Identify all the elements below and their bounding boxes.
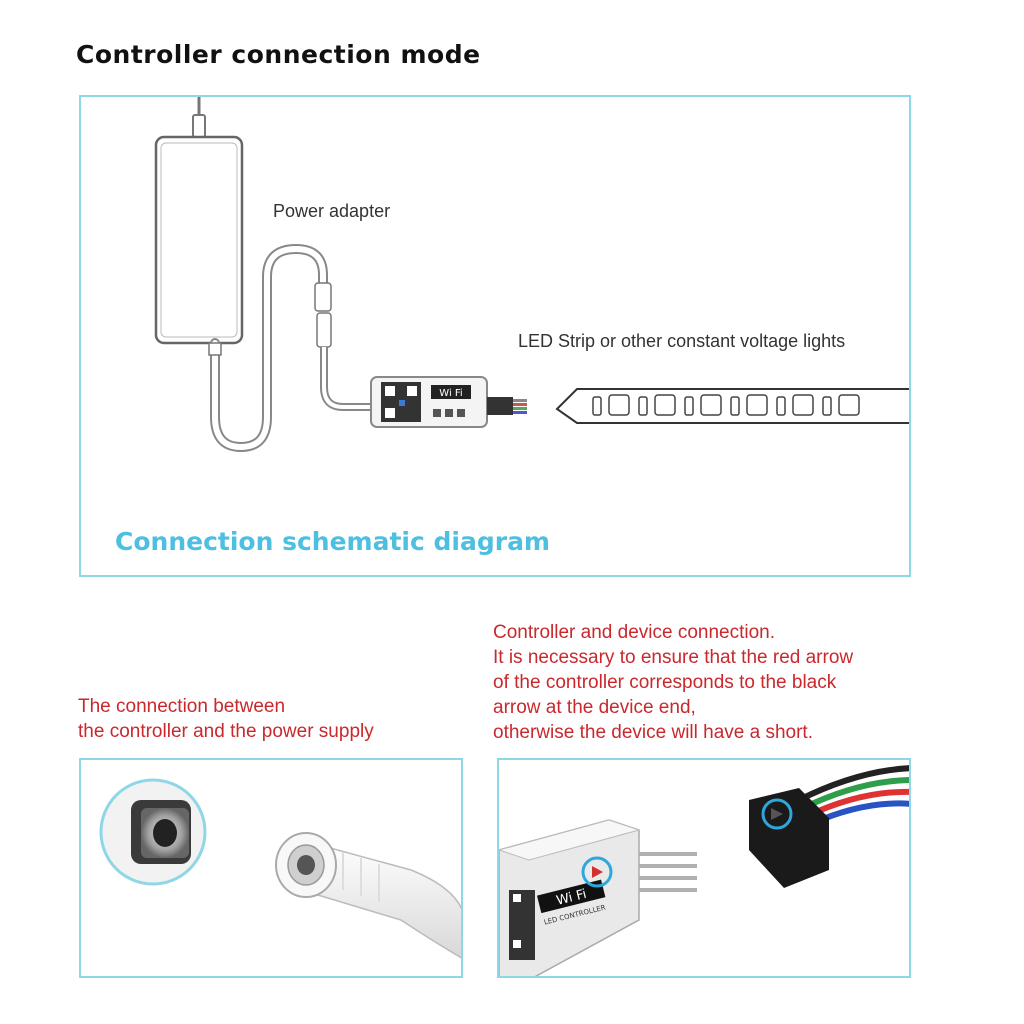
led-strip-label: LED Strip or other constant voltage ligh…	[518, 331, 846, 351]
qr-center	[399, 400, 405, 406]
dc-plug	[314, 282, 332, 312]
controller-cable-inner	[322, 347, 373, 409]
controller-pins	[639, 852, 697, 892]
jack-body	[300, 839, 461, 959]
device-connector-illustration: Wi Fi LED CONTROLLER	[499, 765, 909, 976]
power-adapter-body	[154, 135, 244, 345]
power-connection-photo	[79, 758, 463, 978]
device-badge-bg	[536, 879, 606, 914]
caption-line: Controller and device connection.	[493, 622, 776, 643]
device-connection-caption: Controller and device connection. It is …	[493, 620, 853, 745]
red-arrow-icon	[592, 866, 603, 878]
caption-line: the controller and the power supply	[78, 721, 374, 742]
schematic-drawing: Wi Fi	[154, 97, 909, 453]
controller-cable-outer	[320, 347, 373, 411]
caption-line: of the controller corresponds to the bla…	[493, 672, 837, 693]
device-connection-photo: Wi Fi LED CONTROLLER	[497, 758, 911, 978]
power-adapter-inner	[160, 142, 238, 338]
btn-2	[445, 409, 453, 417]
power-adapter-label: Power adapter	[273, 201, 391, 221]
btn-1	[433, 409, 441, 417]
controller-badge-bg	[431, 385, 471, 399]
black-arrow-highlight	[761, 798, 793, 830]
led-strip-chips	[592, 394, 860, 416]
caption-line: The connection between	[78, 696, 286, 717]
dc-jack	[316, 312, 332, 348]
power-connector-illustration	[99, 778, 461, 959]
jack-pin	[297, 855, 315, 875]
mains-cable-boot	[192, 114, 206, 138]
btn-3	[457, 409, 465, 417]
schematic-panel: Wi Fi Power adapter LED Strip or other c…	[79, 95, 911, 577]
device-badge: Wi Fi	[555, 887, 588, 909]
qr-corner-1	[385, 386, 395, 396]
pin-3	[513, 407, 527, 410]
pin-4	[513, 411, 527, 414]
caption-line: It is necessary to ensure that the red a…	[493, 647, 854, 668]
pin-1	[513, 399, 527, 402]
red-arrow-highlight	[581, 856, 613, 888]
output-connector	[487, 397, 513, 415]
plug-tip	[153, 819, 177, 847]
qr-corner-2	[407, 386, 417, 396]
caption-line: arrow at the device end,	[493, 697, 696, 718]
controller-qr	[509, 890, 535, 960]
controller-qr-corner-2	[513, 940, 521, 948]
controller-qr-corner	[513, 894, 521, 902]
caption-line: otherwise the device will have a short.	[493, 722, 813, 743]
controller-badge: Wi Fi	[439, 388, 462, 399]
adapter-cable-boot	[208, 342, 222, 356]
dc-cable-inner	[212, 245, 326, 451]
pin-2	[513, 403, 527, 406]
black-arrow-icon	[771, 808, 783, 820]
page-title: Controller connection mode	[76, 40, 481, 69]
power-connection-caption: The connection between the controller an…	[78, 694, 374, 744]
qr-corner-3	[385, 408, 395, 418]
device-connector	[749, 788, 829, 888]
controller-top	[499, 819, 641, 861]
schematic-title: Connection schematic diagram	[115, 527, 550, 556]
